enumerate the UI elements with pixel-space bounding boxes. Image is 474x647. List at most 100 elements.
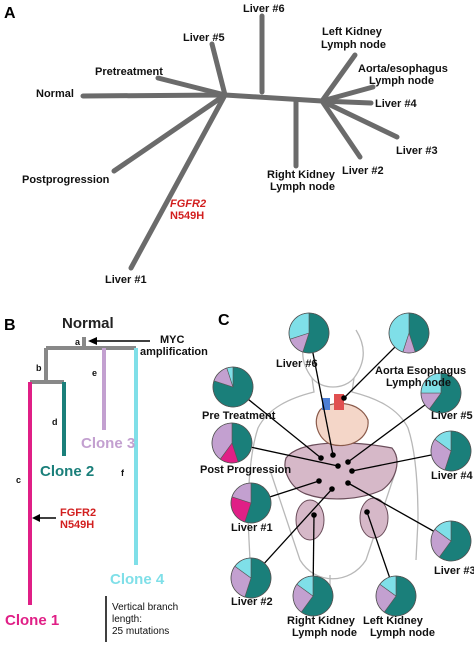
- label-a-left-kidney-1: Left Kidney: [322, 26, 383, 38]
- pie-outline-aorta: [388, 312, 430, 354]
- panel-c-letter: C: [218, 312, 230, 329]
- body-right-edge: [351, 329, 419, 561]
- sample-site-dot-right_kidney: [311, 512, 317, 518]
- pie-liver6: [288, 312, 330, 354]
- pie-aorta: [388, 312, 430, 354]
- label-c-liver6: Liver #6: [276, 358, 318, 370]
- pie-outline-liver5: [420, 372, 462, 414]
- liver-shape: [284, 442, 398, 500]
- pie-liver2: [230, 557, 272, 599]
- branch-letter-d: d: [52, 417, 58, 427]
- label-a-n549h: N549H: [170, 210, 204, 222]
- panel-b: B Normal a b c d e f MYC amplification F…: [4, 315, 208, 642]
- aorta-shape: [334, 394, 344, 410]
- label-c-pretreatment: Pre Treatment: [202, 410, 276, 422]
- tree-branch-left-kidney: [319, 52, 358, 104]
- label-b-n549h: N549H: [60, 519, 94, 531]
- label-a-aorta-2: Lymph node: [369, 75, 434, 87]
- tree-main-trunk: [128, 92, 228, 271]
- label-a-postprogression: Postprogression: [22, 174, 110, 186]
- tree-branch-liver3: [319, 98, 400, 140]
- body-left-side: [269, 469, 301, 561]
- branch-letter-c: c: [16, 475, 21, 485]
- label-b-myc: MYC: [160, 334, 185, 346]
- sample-site-dot-liver2: [329, 486, 335, 492]
- sample-site-dot-aorta: [341, 395, 347, 401]
- pie-right_kidney: [292, 575, 334, 617]
- label-clone4: Clone 4: [110, 571, 165, 588]
- label-a-liver4: Liver #4: [375, 98, 417, 110]
- label-c-right-kidney-1: Right Kidney: [287, 615, 356, 627]
- pie-postprogression: [211, 422, 253, 464]
- tree-center-branch: [222, 92, 325, 104]
- panel-b-letter: B: [4, 317, 16, 334]
- tree-branch-normal: [80, 92, 228, 99]
- tree-branch-pretreatment: [155, 75, 228, 98]
- fgfr2-arrow-head: [32, 514, 40, 522]
- label-c-right-kidney-2: Lymph node: [292, 627, 357, 639]
- sample-site-dot-pretreatment: [318, 455, 324, 461]
- pie-charts: [211, 312, 472, 617]
- panel-a-letter: A: [4, 5, 16, 22]
- label-a-right-kidney-2: Lymph node: [270, 181, 335, 193]
- pie-liver4: [430, 430, 472, 472]
- label-c-aorta-2: Lymph node: [386, 377, 451, 389]
- sample-site-dot-liver4: [349, 468, 355, 474]
- pie-pretreatment: [212, 366, 254, 408]
- label-b-fgfr2: FGFR2: [60, 507, 96, 519]
- label-c-liver4: Liver #4: [431, 470, 473, 482]
- sample-site-dot-liver1: [316, 478, 322, 484]
- body-neck: [311, 377, 355, 388]
- label-a-fgfr2: FGFR2: [170, 198, 206, 210]
- label-c-left-kidney-1: Left Kidney: [363, 615, 424, 627]
- tree-branch-liver2: [319, 98, 363, 160]
- tree-branch-liver4: [319, 98, 374, 106]
- tree-branch-liver5: [209, 41, 228, 98]
- label-a-liver2: Liver #2: [342, 165, 384, 177]
- label-a-liver3: Liver #3: [396, 145, 438, 157]
- pie-liver1: [230, 482, 272, 524]
- branch-letter-b: b: [36, 363, 42, 373]
- pie-outline-left_kidney: [375, 575, 417, 617]
- label-clone3: Clone 3: [81, 435, 135, 452]
- label-b-normal: Normal: [62, 315, 114, 332]
- sample-site-dot-liver5: [345, 459, 351, 465]
- label-a-pretreatment: Pretreatment: [95, 66, 163, 78]
- branch-letter-e: e: [92, 368, 97, 378]
- tree-branch-aorta: [319, 84, 376, 104]
- pie-outline-liver3: [430, 520, 472, 562]
- sample-site-dot-liver6: [330, 452, 336, 458]
- label-c-liver3: Liver #3: [434, 565, 474, 577]
- pie-outline-liver6: [288, 312, 330, 354]
- vena-cava-shape: [322, 398, 330, 410]
- pie-outline-liver4: [430, 430, 472, 472]
- label-c-liver1: Liver #1: [231, 522, 273, 534]
- label-b-amplification: amplification: [140, 346, 208, 358]
- pie-left_kidney: [375, 575, 417, 617]
- pie-outline-liver1: [230, 482, 272, 524]
- pie-outline-liver2: [230, 557, 272, 599]
- sample-site-dot-liver3: [345, 480, 351, 486]
- branch-letter-a: a: [75, 337, 81, 347]
- sample-site-dot-left_kidney: [364, 509, 370, 515]
- label-c-liver5: Liver #5: [431, 410, 473, 422]
- label-c-left-kidney-2: Lymph node: [370, 627, 435, 639]
- label-c-liver2: Liver #2: [231, 596, 273, 608]
- label-a-liver1: Liver #1: [105, 274, 147, 286]
- body-pelvis: [299, 559, 367, 580]
- branch-letter-f: f: [121, 468, 125, 478]
- scale-text-3: 25 mutations: [112, 626, 169, 637]
- phylogenetic-tree-a: [80, 13, 400, 271]
- label-a-normal: Normal: [36, 88, 74, 100]
- right-kidney-shape: [295, 499, 325, 541]
- panel-c: C Liver #6 Aorta Esophagus Lymph node Pr…: [200, 312, 474, 639]
- scale-text-1: Vertical branch: [112, 602, 178, 613]
- pie-liver3: [430, 520, 472, 562]
- scale-text-2: length:: [112, 614, 142, 625]
- sample-site-dot-postprogression: [335, 463, 341, 469]
- label-a-aorta-1: Aorta/esophagus: [358, 63, 448, 75]
- pie-outline-right_kidney: [292, 575, 334, 617]
- label-a-right-kidney-1: Right Kidney: [267, 169, 336, 181]
- label-a-liver6: Liver #6: [243, 3, 285, 15]
